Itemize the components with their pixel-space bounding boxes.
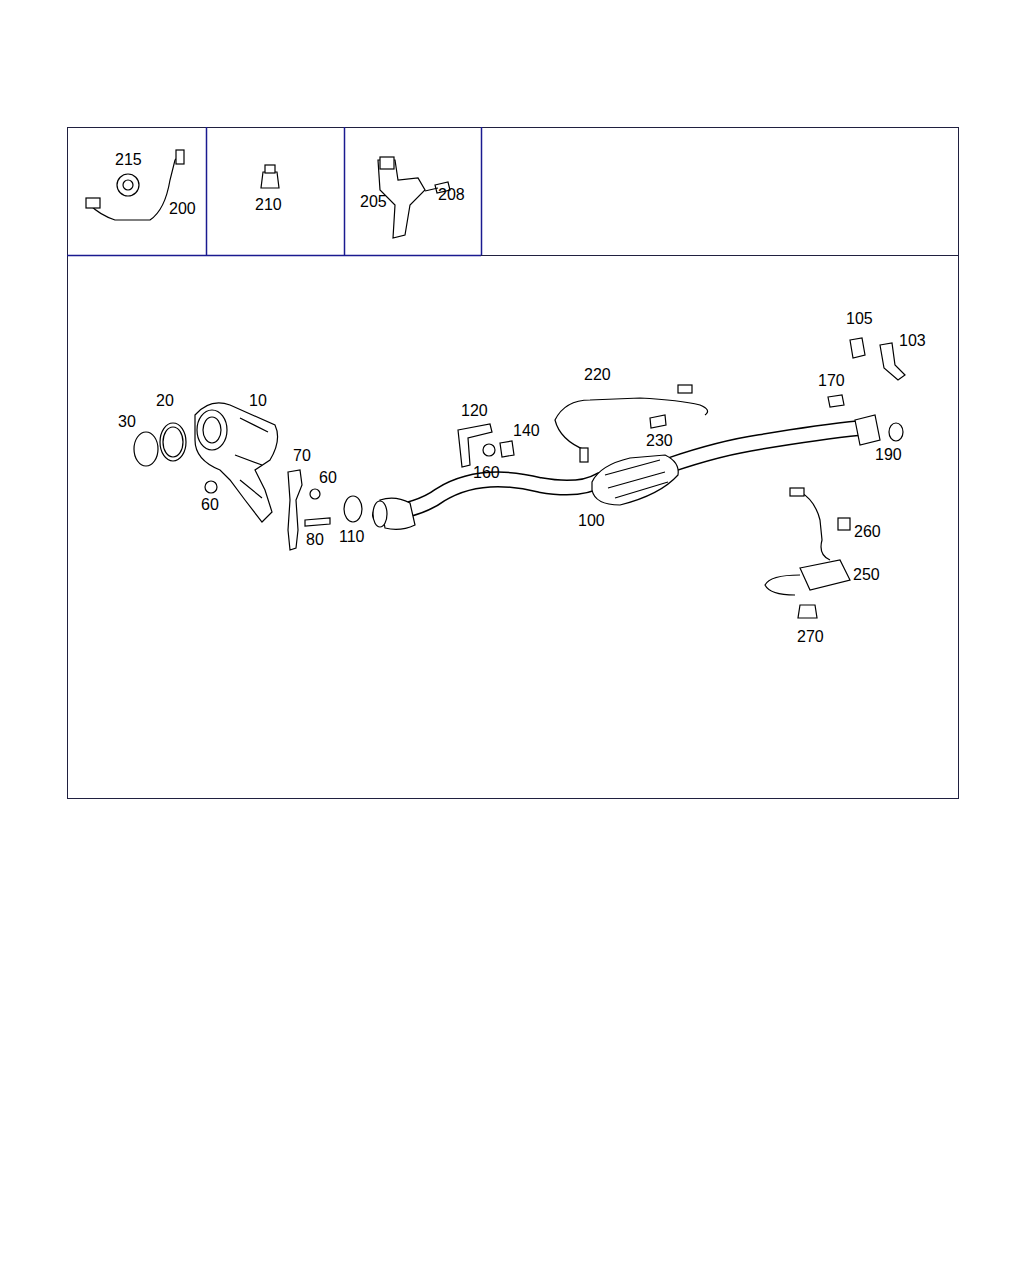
callout-number: 205 <box>360 193 387 211</box>
callout-number: 20 <box>156 392 174 410</box>
inset-panel: 215 200 <box>67 127 206 255</box>
callout-number: 140 <box>513 422 540 440</box>
callout-number: 260 <box>854 523 881 541</box>
callout-number: 103 <box>899 332 926 350</box>
callout-number: 230 <box>646 432 673 450</box>
callout-number: 220 <box>584 366 611 384</box>
callout-number: 120 <box>461 402 488 420</box>
callout-number: 80 <box>306 531 324 549</box>
callout-number: 215 <box>115 151 142 169</box>
callout-number: 60 <box>201 496 219 514</box>
callout-number: 60 <box>319 469 337 487</box>
inset-panel: 210 <box>206 127 344 255</box>
callout-number: 210 <box>255 196 282 214</box>
callout-number: 200 <box>169 200 196 218</box>
callout-number: 190 <box>875 446 902 464</box>
inset-panel: 205 208 <box>344 127 481 255</box>
callout-number: 170 <box>818 372 845 390</box>
callout-number: 110 <box>339 528 365 546</box>
callout-number: 10 <box>249 392 267 410</box>
callout-number: 100 <box>578 512 605 530</box>
callout-number: 160 <box>473 464 500 482</box>
callout-number: 250 <box>853 566 880 584</box>
callout-number: 30 <box>118 413 136 431</box>
callout-number: 105 <box>846 310 873 328</box>
callout-number: 208 <box>438 186 465 204</box>
callout-number: 270 <box>797 628 824 646</box>
callout-number: 70 <box>293 447 311 465</box>
